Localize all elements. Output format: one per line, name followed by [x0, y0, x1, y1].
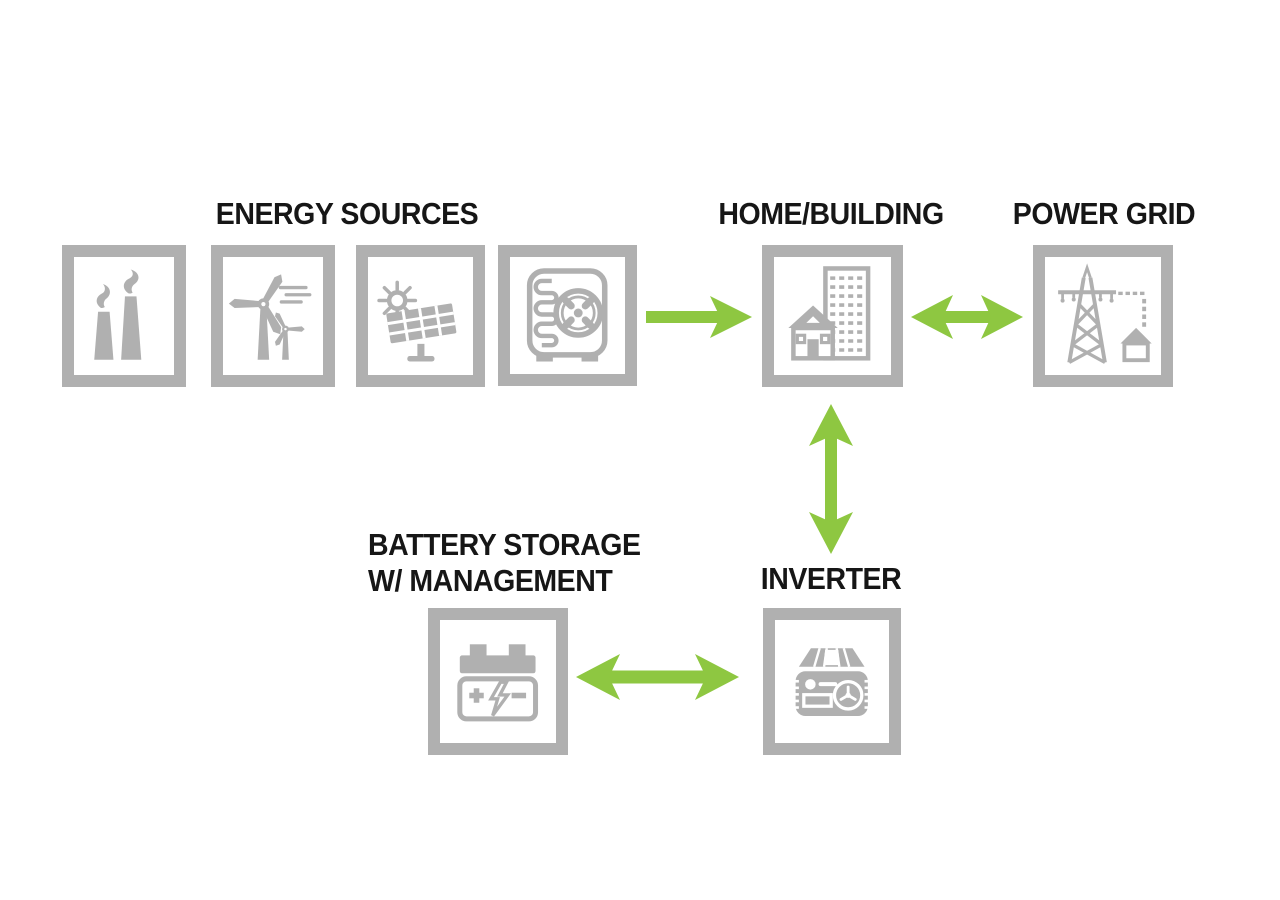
inverter-label-text: INVERTER	[760, 561, 902, 596]
power-grid-box	[1033, 245, 1173, 387]
energy-source-solar-box	[356, 245, 485, 387]
energy-sources-label-text: ENERGY SOURCES	[215, 196, 479, 231]
energy-source-wind-box	[211, 245, 335, 387]
dashed-feed-line	[1118, 292, 1147, 328]
inverter-box	[763, 608, 901, 755]
battery-storage-label: BATTERY STORAGE W/ MANAGEMENT	[368, 527, 664, 599]
arrow-home-inverter-bidirectional	[809, 404, 853, 559]
battery-storage-box	[428, 608, 568, 755]
wind-turbine-icon	[225, 259, 321, 372]
battery-icon	[442, 622, 553, 740]
arrow-sources-to-home	[646, 296, 752, 343]
battery-storage-label-line1: BATTERY STORAGE	[368, 527, 641, 562]
energy-source-heat-pump-box	[498, 245, 637, 386]
smokestacks-icon	[76, 259, 172, 372]
home-building-box	[762, 245, 903, 387]
power-grid-label: POWER GRID	[1005, 196, 1203, 231]
solar-panel-icon	[370, 259, 471, 372]
building-with-house-icon	[776, 259, 888, 372]
inverter-label: INVERTER	[755, 561, 908, 597]
home-building-label: HOME/BUILDING	[709, 196, 954, 231]
inverter-icon	[777, 622, 886, 740]
arrow-battery-inverter-bidirectional	[576, 654, 739, 705]
power-grid-label-text: POWER GRID	[1012, 196, 1196, 231]
energy-sources-label: ENERGY SOURCES	[204, 196, 489, 231]
battery-storage-label-line2: W/ MANAGEMENT	[368, 563, 613, 598]
heat-pump-icon	[512, 259, 622, 371]
transmission-tower-icon	[1047, 259, 1158, 372]
arrow-home-grid-bidirectional	[911, 295, 1023, 344]
home-building-label-text: HOME/BUILDING	[718, 196, 944, 231]
energy-source-smokestacks-box	[62, 245, 186, 387]
